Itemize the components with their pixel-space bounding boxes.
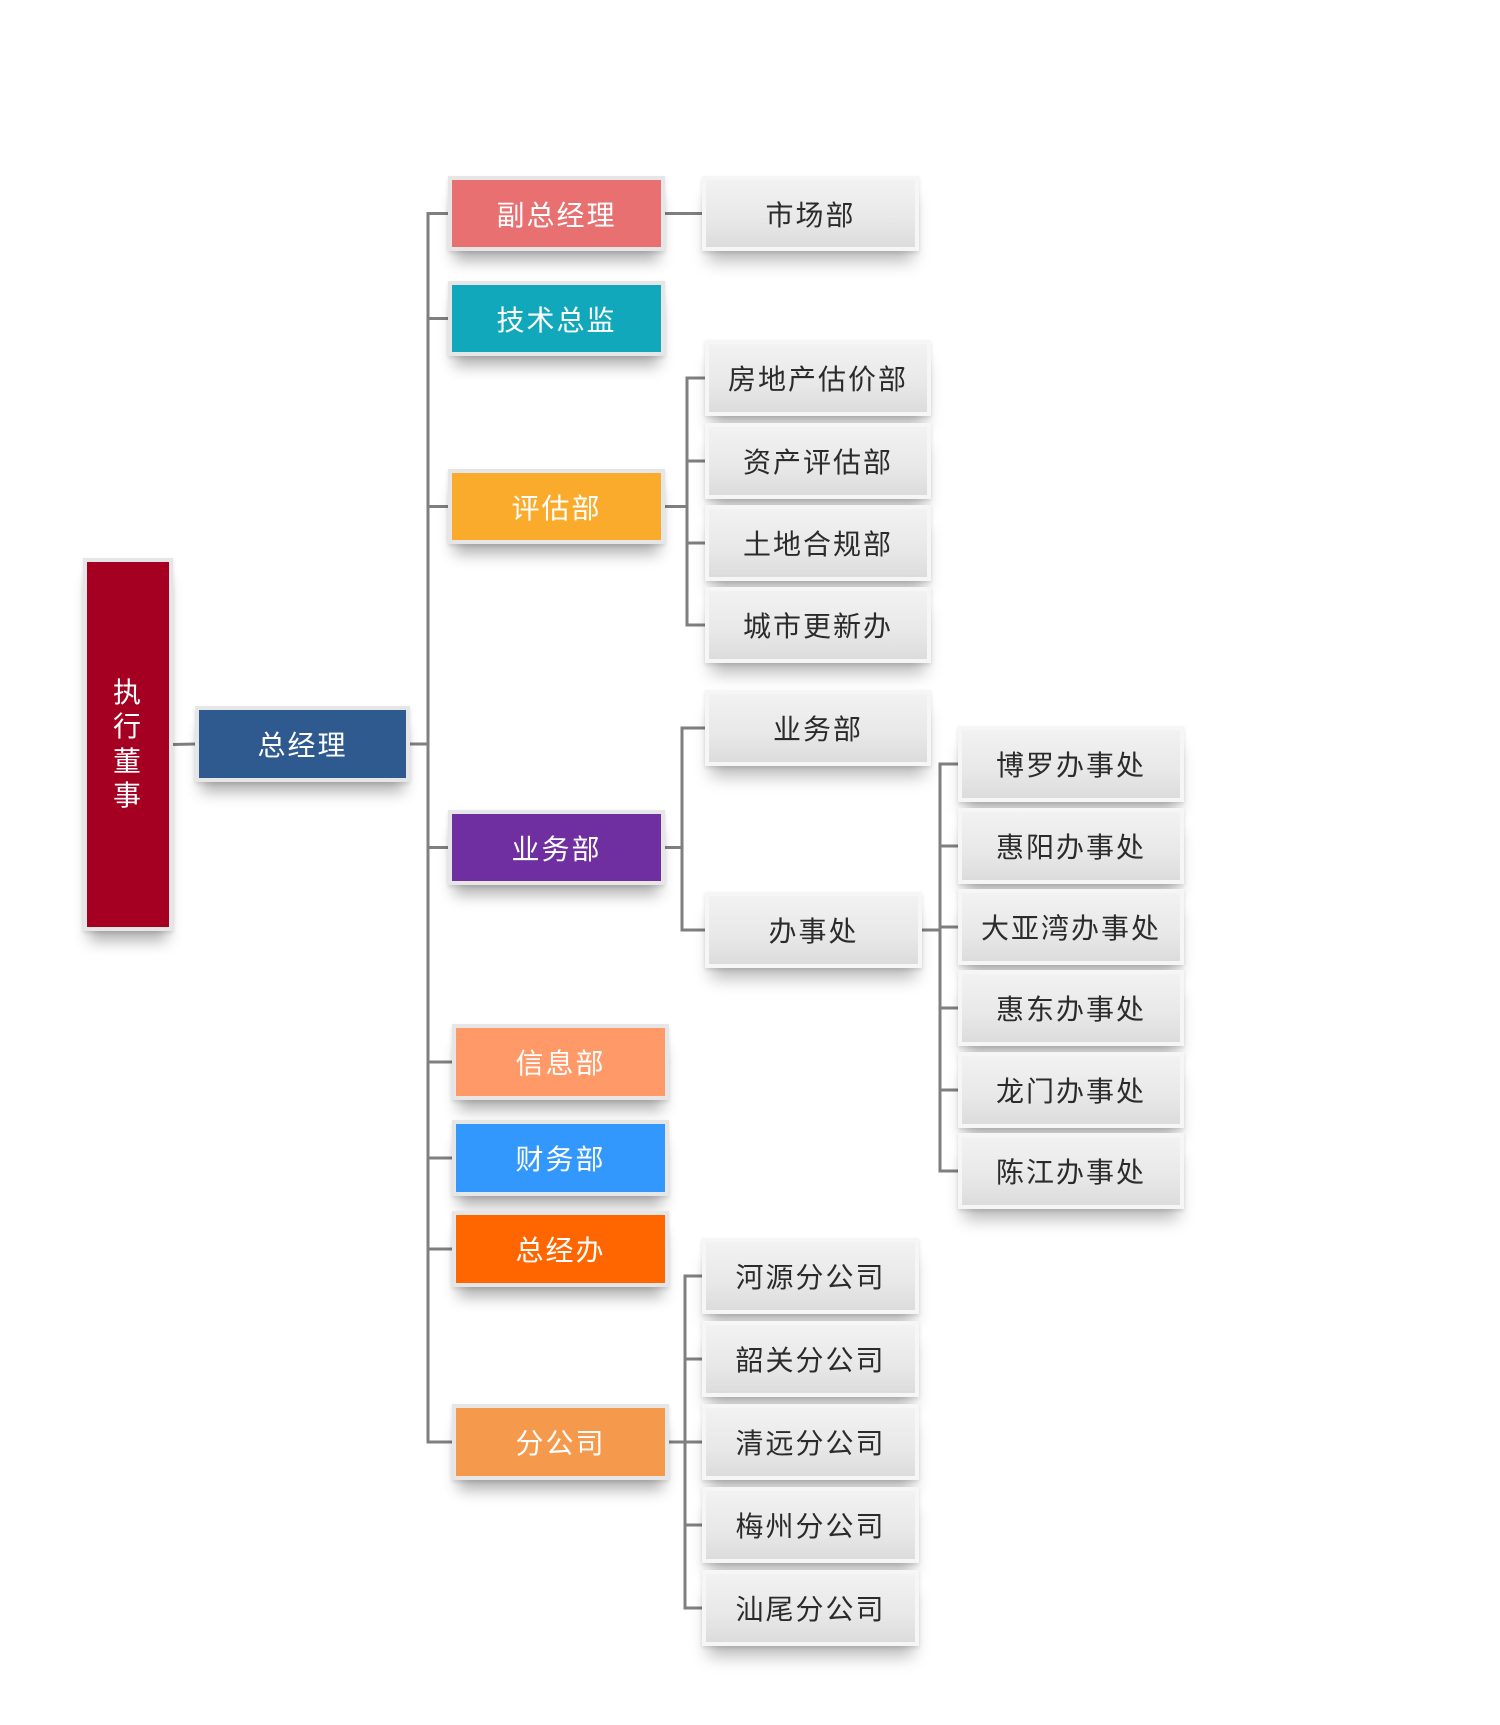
chairman-char: 事 <box>112 778 143 812</box>
chairman-char: 执 <box>112 676 143 710</box>
dept-finance: 财务部 <box>452 1120 669 1196</box>
office-huidong: 惠东办事处 <box>958 970 1184 1046</box>
sub-meizhou-branch: 梅州分公司 <box>702 1487 919 1563</box>
office-dayawan: 大亚湾办事处 <box>958 889 1184 965</box>
dept-business: 业务部 <box>448 810 665 885</box>
office-boluo: 博罗办事处 <box>958 726 1184 802</box>
dept-branches: 分公司 <box>452 1404 669 1480</box>
office-chenjiang: 陈江办事处 <box>958 1133 1184 1209</box>
chairman-char: 董 <box>112 744 143 778</box>
sub-shaoguan-branch: 韶关分公司 <box>702 1321 919 1397</box>
chairman-char: 行 <box>112 710 143 744</box>
sub-real-estate-appraisal: 房地产估价部 <box>705 340 931 416</box>
sub-heyuan-branch: 河源分公司 <box>702 1238 919 1314</box>
dept-deputy-gm: 副总经理 <box>448 176 665 251</box>
office-longmen: 龙门办事处 <box>958 1052 1184 1128</box>
dept-cto: 技术总监 <box>448 281 665 356</box>
chairman-box: 执 行 董 事 <box>83 558 173 931</box>
sub-land-compliance: 土地合规部 <box>705 505 931 581</box>
sub-business: 业务部 <box>705 690 931 766</box>
office-huiyang: 惠阳办事处 <box>958 808 1184 884</box>
sub-offices: 办事处 <box>705 892 922 968</box>
dept-information: 信息部 <box>452 1024 669 1100</box>
sub-shanwei-branch: 汕尾分公司 <box>702 1570 919 1646</box>
general-manager-box: 总经理 <box>195 706 410 782</box>
connector-line <box>171 742 197 747</box>
sub-marketing: 市场部 <box>702 176 919 251</box>
dept-appraisal: 评估部 <box>448 469 665 544</box>
sub-asset-appraisal: 资产评估部 <box>705 423 931 499</box>
dept-gm-office: 总经办 <box>452 1211 669 1287</box>
sub-qingyuan-branch: 清远分公司 <box>702 1404 919 1480</box>
sub-urban-renewal: 城市更新办 <box>705 587 931 663</box>
